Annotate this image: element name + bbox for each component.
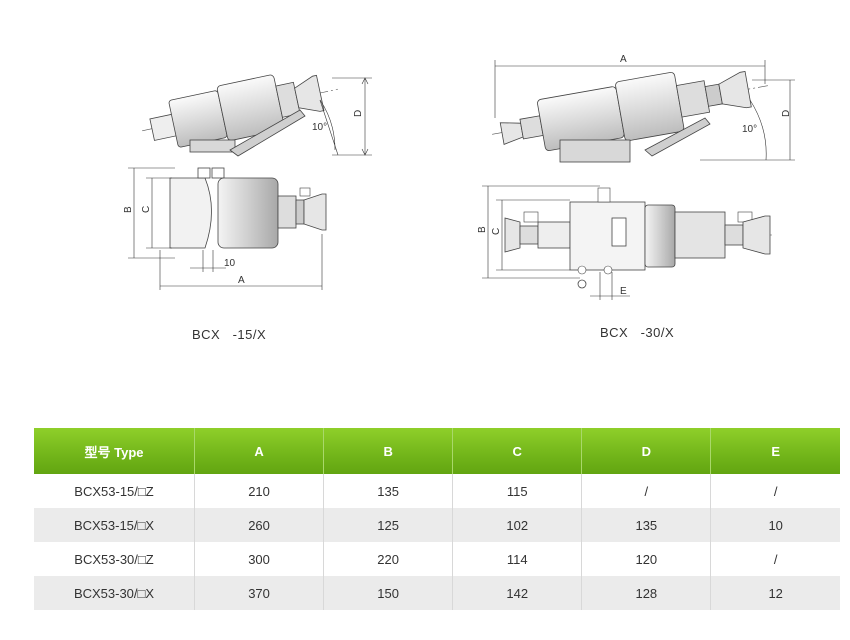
table-row: BCX53-30/□Z 300 220 114 120 / bbox=[34, 542, 840, 576]
cell-c: 114 bbox=[452, 542, 583, 576]
cell-c: 115 bbox=[452, 474, 583, 508]
table-row: BCX53-30/□X 370 150 142 128 12 bbox=[34, 576, 840, 610]
cell-c: 142 bbox=[452, 576, 583, 610]
dim-label-a-right: A bbox=[620, 54, 627, 65]
right-side-view: A D 10° bbox=[492, 54, 795, 163]
dim-label-e: E bbox=[620, 286, 627, 297]
cell-a: 260 bbox=[194, 508, 325, 542]
cell-b: 125 bbox=[323, 508, 454, 542]
cell-a: 300 bbox=[194, 542, 325, 576]
cell-e: / bbox=[710, 542, 840, 576]
right-top-view: B C E bbox=[477, 185, 775, 300]
left-side-view: D 10° bbox=[142, 74, 372, 157]
cell-d: / bbox=[581, 474, 712, 508]
cell-a: 210 bbox=[194, 474, 325, 508]
caption-left-prefix: BCX bbox=[192, 327, 221, 342]
caption-right: BCX -30/X bbox=[600, 325, 674, 340]
cell-type: BCX53-15/□X bbox=[34, 508, 195, 542]
table-header-row: 型号 Type A B C D E bbox=[34, 428, 840, 474]
technical-drawings: D 10° B C 10 bbox=[123, 54, 795, 342]
header-a: A bbox=[194, 428, 325, 474]
dim-label-a-left: A bbox=[238, 275, 245, 286]
cell-d: 128 bbox=[581, 576, 712, 610]
cell-b: 135 bbox=[323, 474, 454, 508]
cell-type: BCX53-30/□Z bbox=[34, 542, 195, 576]
header-d: D bbox=[581, 428, 712, 474]
dim-label-c-right: C bbox=[491, 228, 502, 235]
spec-table: 型号 Type A B C D E BCX53-15/□Z 210 135 11… bbox=[34, 428, 840, 610]
cell-e: / bbox=[710, 474, 840, 508]
cell-c: 102 bbox=[452, 508, 583, 542]
dim-label-d-right: D bbox=[781, 110, 792, 117]
dim-label-b-right: B bbox=[477, 226, 488, 233]
dim-label-angle-right: 10° bbox=[742, 124, 757, 135]
caption-left-suffix: -15/X bbox=[232, 327, 267, 342]
dim-label-b-left: B bbox=[123, 206, 134, 213]
cell-d: 120 bbox=[581, 542, 712, 576]
caption-right-suffix: -30/X bbox=[640, 325, 675, 340]
cell-b: 150 bbox=[323, 576, 454, 610]
header-type: 型号 Type bbox=[34, 428, 195, 474]
dim-label-c-left: C bbox=[141, 206, 152, 213]
cell-a: 370 bbox=[194, 576, 325, 610]
cell-e: 12 bbox=[710, 576, 840, 610]
left-top-view: B C 10 A bbox=[123, 167, 327, 290]
header-c: C bbox=[452, 428, 583, 474]
header-b: B bbox=[323, 428, 454, 474]
table-row: BCX53-15/□Z 210 135 115 / / bbox=[34, 474, 840, 508]
cell-b: 220 bbox=[323, 542, 454, 576]
cell-d: 135 bbox=[581, 508, 712, 542]
dim-label-d: D bbox=[353, 110, 364, 117]
cell-type: BCX53-30/□X bbox=[34, 576, 195, 610]
header-e: E bbox=[710, 428, 840, 474]
drawing-canvas: D 10° B C 10 bbox=[123, 54, 795, 300]
dim-label-angle: 10° bbox=[312, 122, 327, 133]
caption-right-prefix: BCX bbox=[600, 325, 629, 340]
caption-left: BCX -15/X bbox=[192, 327, 266, 342]
cell-e: 10 bbox=[710, 508, 840, 542]
dim-label-ten: 10 bbox=[224, 258, 236, 269]
cell-type: BCX53-15/□Z bbox=[34, 474, 195, 508]
table-row: BCX53-15/□X 260 125 102 135 10 bbox=[34, 508, 840, 542]
